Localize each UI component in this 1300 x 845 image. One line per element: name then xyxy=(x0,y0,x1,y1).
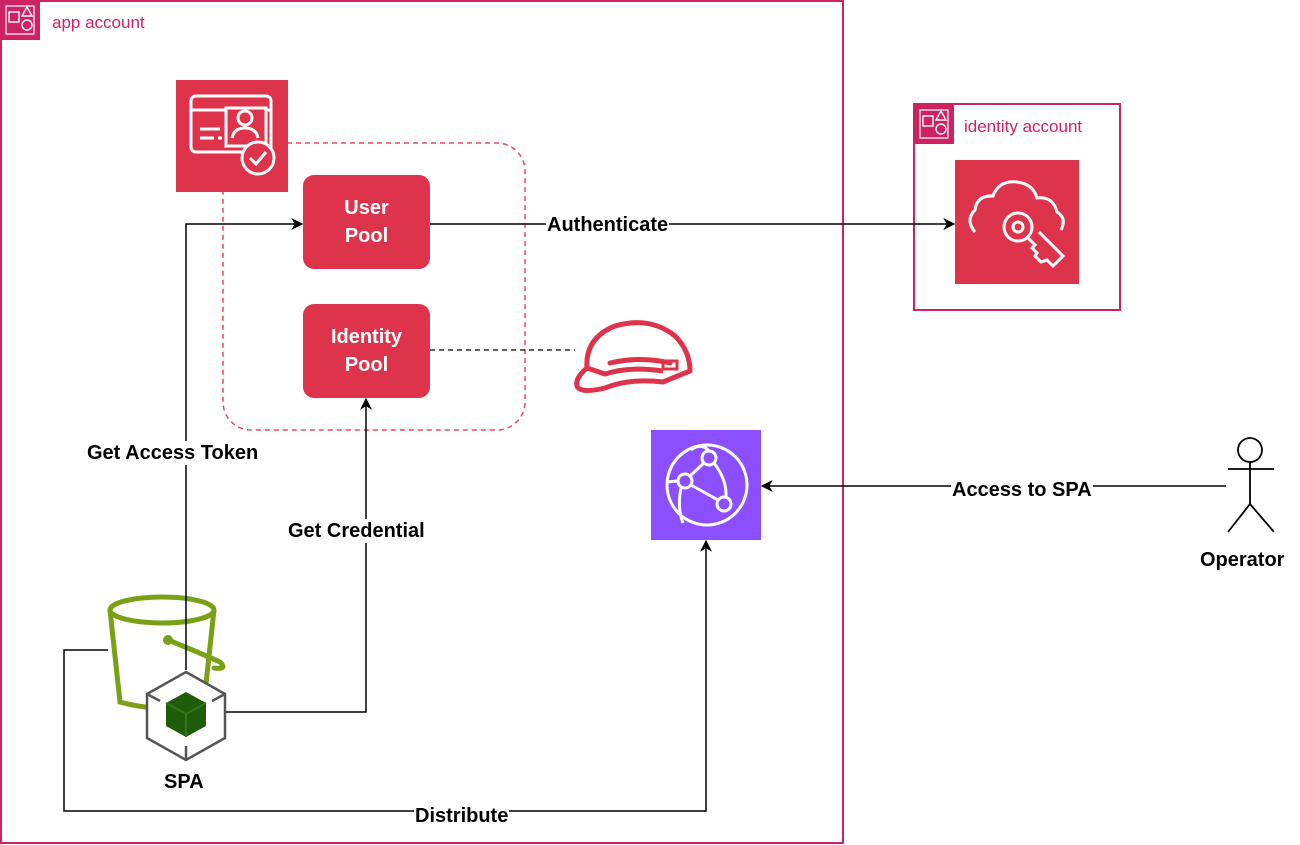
cognito-icon xyxy=(176,80,288,192)
app-account-label: app account xyxy=(52,13,145,32)
user-pool-line2: Pool xyxy=(344,225,389,247)
cloudfront-globe-icon xyxy=(651,430,761,540)
edge-distribute xyxy=(63,539,712,812)
hard-hat-icon xyxy=(574,320,693,394)
access-to-spa-label: Access to SPA xyxy=(951,478,1093,502)
edge-get-credential xyxy=(226,397,372,713)
app-account-icon xyxy=(0,0,40,40)
spa-label: SPA xyxy=(164,771,204,793)
cloud-key-icon xyxy=(955,160,1079,284)
identity-account-icon xyxy=(914,104,954,144)
authenticate-label: Authenticate xyxy=(546,213,670,237)
identity-account-group xyxy=(913,103,1121,311)
identity-pool-line1: Identity xyxy=(330,326,403,348)
distribute-label: Distribute xyxy=(414,804,510,828)
actor-icon xyxy=(1227,437,1275,533)
identity-pool-line2: Pool xyxy=(344,354,389,376)
get-access-token-label: Get Access Token xyxy=(87,441,259,465)
user-pool-line1: User xyxy=(344,197,389,219)
get-credential-label: Get Credential xyxy=(288,519,425,543)
resource-cube-icon xyxy=(145,670,227,762)
edge-get-access-token xyxy=(185,218,304,670)
app-account-group xyxy=(0,0,844,844)
operator-label: Operator xyxy=(1200,549,1285,571)
identity-account-label: identity account xyxy=(964,117,1083,136)
cognito-group xyxy=(222,142,526,431)
